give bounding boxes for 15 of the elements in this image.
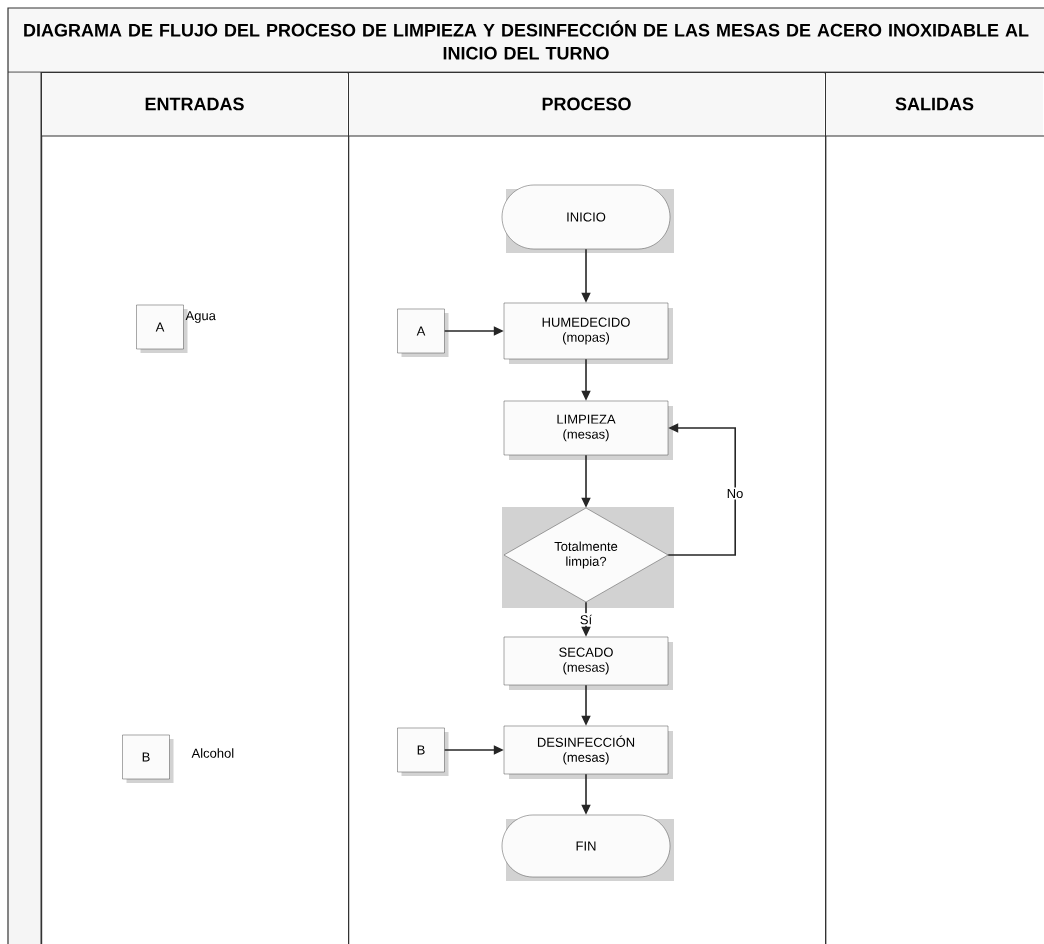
connector-box: A [397, 308, 449, 357]
process-box: SECADO (mesas) [503, 636, 673, 690]
node-caption: Agua [185, 311, 216, 323]
terminal-box: FIN [501, 814, 674, 881]
connector-box: B [397, 727, 449, 776]
process-box: DESINFECCIÓN (mesas) [503, 725, 673, 779]
process-box: HUMEDECIDO (mopas) [503, 302, 673, 364]
edge-label: Sí [578, 613, 594, 626]
swimlane: SALIDAS [824, 72, 1044, 944]
process-box: LIMPIEZA (mesas) [503, 400, 673, 460]
arrow [667, 423, 736, 556]
terminal-box: INICIO [501, 184, 674, 253]
connector-box: B [122, 734, 174, 783]
edge-label: No [725, 487, 745, 500]
node-caption: Alcohol [191, 748, 234, 758]
